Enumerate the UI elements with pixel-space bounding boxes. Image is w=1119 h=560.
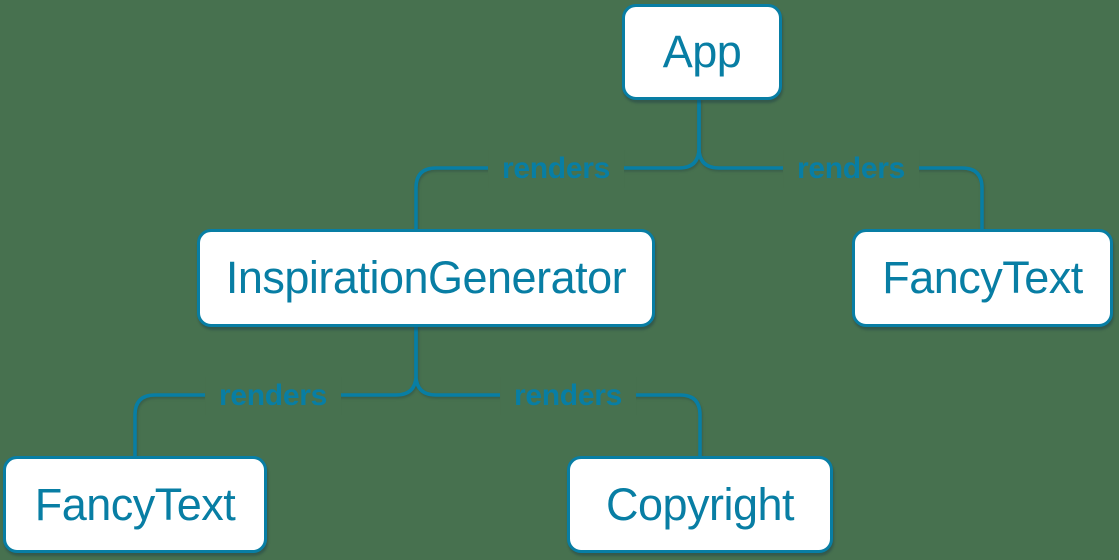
- node-label: Copyright: [605, 478, 795, 530]
- edge-label-renders: renders: [783, 150, 919, 188]
- edge-label-renders: renders: [488, 150, 624, 188]
- edge-label-renders: renders: [500, 377, 636, 415]
- node-app: App: [622, 4, 782, 100]
- node-label: InspirationGenerator: [225, 252, 627, 303]
- node-label: FancyText: [882, 252, 1083, 303]
- node-copyright: Copyright: [567, 456, 833, 553]
- edge-label-renders: renders: [205, 377, 341, 415]
- node-label: App: [662, 26, 742, 77]
- node-inspiration-generator: InspirationGenerator: [197, 229, 655, 327]
- node-fancy-text-right: FancyText: [852, 229, 1113, 327]
- node-fancy-text-bottom: FancyText: [3, 456, 267, 553]
- node-label: FancyText: [34, 478, 236, 530]
